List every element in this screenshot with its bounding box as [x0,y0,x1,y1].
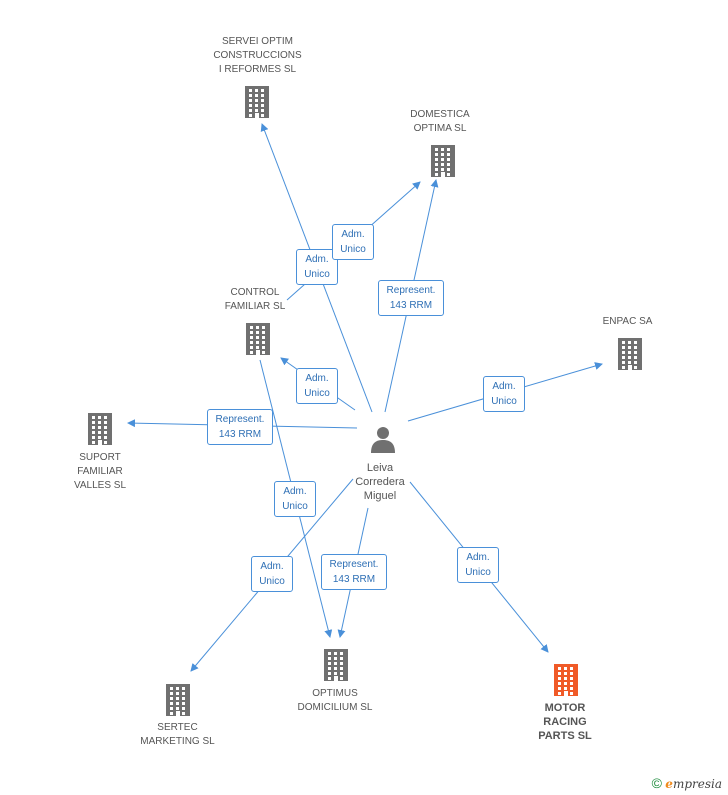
edge-label: Adm. Unico [296,249,338,285]
building-icon[interactable] [614,336,646,372]
company-label-optimus[interactable]: OPTIMUS DOMICILIUM SL [297,688,373,713]
company-label-enpac[interactable]: ENPAC SA [602,316,653,327]
copyright-icon: © [651,775,662,791]
edge-label: Adm. Unico [296,368,338,404]
edge-label: Represent. 143 RRM [207,409,273,445]
company-label-servei[interactable]: SERVEI OPTIM CONSTRUCCIONS I REFORMES SL [213,36,302,75]
company-label-suport[interactable]: SUPORT FAMILIAR VALLES SL [73,452,127,491]
building-icon[interactable] [241,84,273,120]
building-icon[interactable] [84,411,116,447]
company-label-control[interactable]: CONTROL FAMILIAR SL [224,287,286,312]
edge-label: Adm. Unico [483,376,525,412]
person-label[interactable]: Leiva Corredera Miguel [355,462,405,502]
edge-label: Represent. 143 RRM [378,280,444,316]
copyright-footer: © empresia [652,775,722,791]
building-icon[interactable] [320,647,352,683]
edge-label: Adm. Unico [274,481,316,517]
building-icon[interactable] [427,143,459,179]
edge-label: Adm. Unico [332,224,374,260]
edge-label: Adm. Unico [251,556,293,592]
company-label-motor[interactable]: MOTOR RACING PARTS SL [538,702,592,742]
edge-label: Represent. 143 RRM [321,554,387,590]
building-icon[interactable] [162,682,194,718]
brand-logo: empresia [665,777,722,791]
person-icon[interactable] [368,424,398,454]
company-label-sertec[interactable]: SERTEC MARKETING SL [140,722,215,747]
building-icon[interactable] [242,321,274,357]
company-label-domestica[interactable]: DOMESTICA OPTIMA SL [410,109,470,134]
building-icon[interactable] [550,662,582,698]
edge-label: Adm. Unico [457,547,499,583]
